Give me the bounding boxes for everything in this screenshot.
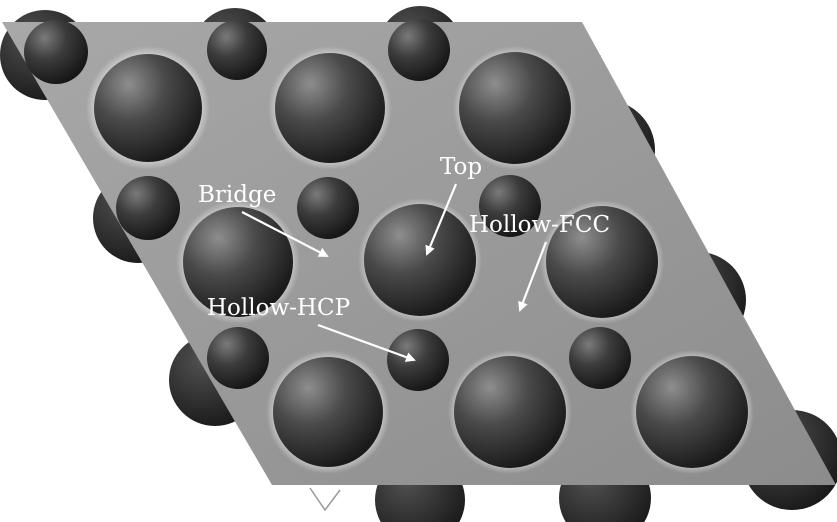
arrow-hollow-fcc — [518, 241, 548, 312]
corner-marker — [309, 487, 341, 512]
arrow-bridge — [241, 211, 329, 257]
atom — [94, 54, 202, 162]
atom — [546, 206, 658, 318]
atom — [388, 19, 450, 81]
atom — [454, 356, 566, 468]
atom — [275, 53, 385, 163]
atom — [387, 329, 449, 391]
atom — [116, 176, 180, 240]
atom — [183, 207, 293, 317]
arrow-top — [425, 183, 458, 256]
atom — [297, 177, 359, 239]
arrow-hollow-hcp — [317, 323, 416, 362]
atom — [24, 20, 88, 84]
label-hollow-hcp: Hollow-HCP — [207, 295, 350, 321]
label-hollow-fcc: Hollow-FCC — [469, 212, 610, 238]
atom — [207, 20, 267, 80]
atom — [459, 52, 571, 164]
atom — [273, 357, 383, 467]
atom — [636, 356, 748, 468]
site-annotations: Bridge Top Hollow-FCC Hollow-HCP — [198, 154, 610, 362]
label-top: Top — [440, 154, 482, 180]
label-bridge: Bridge — [198, 182, 276, 208]
atom — [207, 327, 269, 389]
atom — [479, 175, 541, 237]
surface-atoms — [24, 19, 754, 474]
atom — [364, 204, 476, 316]
atom — [569, 327, 631, 389]
